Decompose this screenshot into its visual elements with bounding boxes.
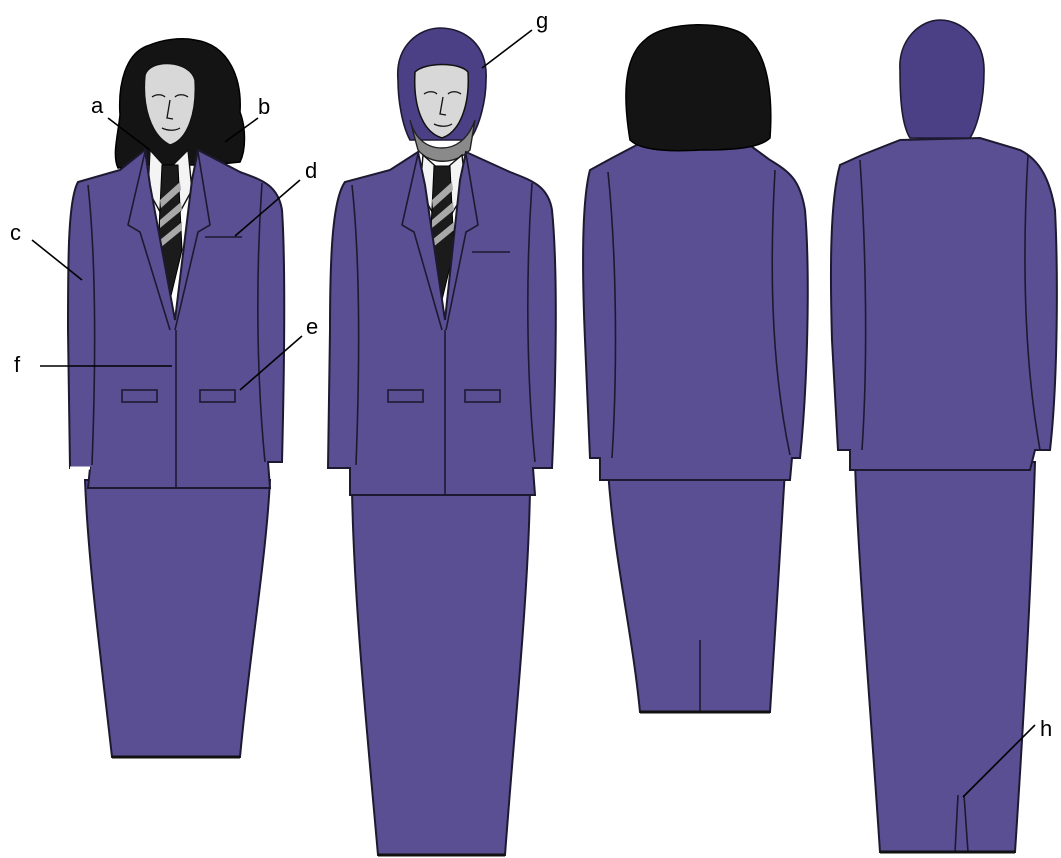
hair [626,25,771,151]
label-d: d [305,158,317,183]
label-b: b [258,94,270,119]
figure-back-hijab [831,20,1057,852]
skirt [608,470,785,712]
hijab [900,20,984,138]
leader-g [482,30,532,68]
figure-front-hijab [328,28,556,855]
label-f: f [14,352,21,377]
label-c: c [10,220,21,245]
skirt [855,462,1035,852]
label-g: g [536,8,548,33]
label-h: h [1040,716,1052,741]
figure-front-hair [68,39,284,757]
figure-back-hair [583,25,808,712]
label-a: a [91,93,104,118]
skirt [85,480,270,757]
label-e: e [306,314,318,339]
skirt [352,490,530,855]
